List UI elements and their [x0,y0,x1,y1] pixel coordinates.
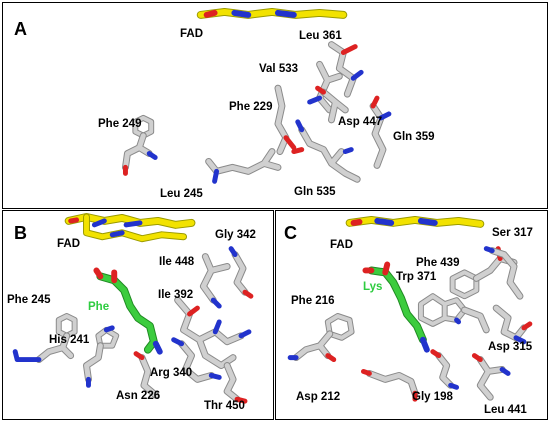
residue-ser317-sticks [483,246,524,300]
residue-label: Trp 371 [396,271,437,283]
residue-label: Asn 226 [116,390,161,402]
ligand-phe-sticks [93,267,163,355]
residue-label: Leu 441 [484,404,527,416]
residue-label: Ser 317 [492,227,533,239]
residue-label: Asp 315 [488,341,533,353]
residue-label: Val 533 [259,63,299,75]
residue-label: Leu 245 [160,188,203,200]
residue-gly342-sticks [228,246,254,299]
residue-arg340-sticks [171,337,222,383]
residue-label: Phe 249 [98,118,142,130]
panel-a-structure [121,7,392,184]
fad-molecule-c [345,215,485,228]
residue-label: Thr 450 [204,400,245,412]
residue-leu441-sticks [471,353,511,401]
residue-trp371-sticks [417,293,490,334]
residue-label: Leu 361 [299,30,342,42]
residue-label: Phe 439 [416,257,460,269]
residue-label: Asp 212 [296,391,341,403]
ligand-label: Lys [363,281,383,293]
ligand-label: Phe [88,301,110,313]
residue-label: Phe 229 [229,101,273,113]
panel-b-structure [12,212,254,404]
residue-phe245-sticks [12,313,78,364]
residue-label: Gln 359 [393,131,435,143]
panel-b: B FAD Phe Gly 342 Ile 448 Phe 245 Ile 39… [2,210,274,420]
residue-asp315-sticks [492,304,533,345]
panel-a: A FAD Leu 361 Val 533 Phe 229 Phe 249 As… [2,2,548,209]
fad-label: FAD [57,238,80,250]
residue-his241-sticks [83,325,120,388]
residue-label: Arg 340 [150,367,193,379]
residue-gln359-sticks [369,95,392,169]
residue-label: Gln 535 [294,186,336,198]
residue-ile448-sticks [199,253,231,309]
residue-phe249-sticks [121,114,158,176]
panel-letter: A [14,19,27,39]
residue-gly198-sticks [430,349,460,390]
residue-leu245-sticks [205,148,282,184]
fad-molecule-b [64,212,196,243]
residue-phe229-sticks [274,84,297,156]
residue-leu361-sticks [327,41,364,98]
residue-thr450-sticks [223,362,248,404]
residue-gln535-sticks [291,119,361,183]
residue-asn226-sticks [133,351,160,399]
residue-label: Gly 198 [412,391,453,403]
fad-molecule-a [196,7,348,19]
residue-label: Ile 392 [158,289,194,301]
fad-label: FAD [180,28,203,40]
residue-ile392-sticks [174,296,252,369]
residue-label: Asp 447 [338,116,383,128]
residue-phe216-sticks [287,313,355,363]
residue-label: Phe 216 [291,295,335,307]
panel-letter: C [284,223,297,243]
panel-c: C FAD Lys Ser 317 Phe 439 Trp 371 Phe 21… [275,210,548,420]
residue-label: Gly 342 [215,229,256,241]
residue-label: His 241 [49,334,90,346]
residue-asp212-sticks [360,368,419,402]
panel-c-structure [287,215,533,402]
fad-label: FAD [330,239,353,251]
residue-asp447-sticks [315,85,349,124]
residue-label: Ile 448 [159,256,195,268]
residue-label: Phe 245 [7,294,51,306]
ligand-lys-sticks [362,261,430,353]
panel-letter: B [14,223,27,243]
